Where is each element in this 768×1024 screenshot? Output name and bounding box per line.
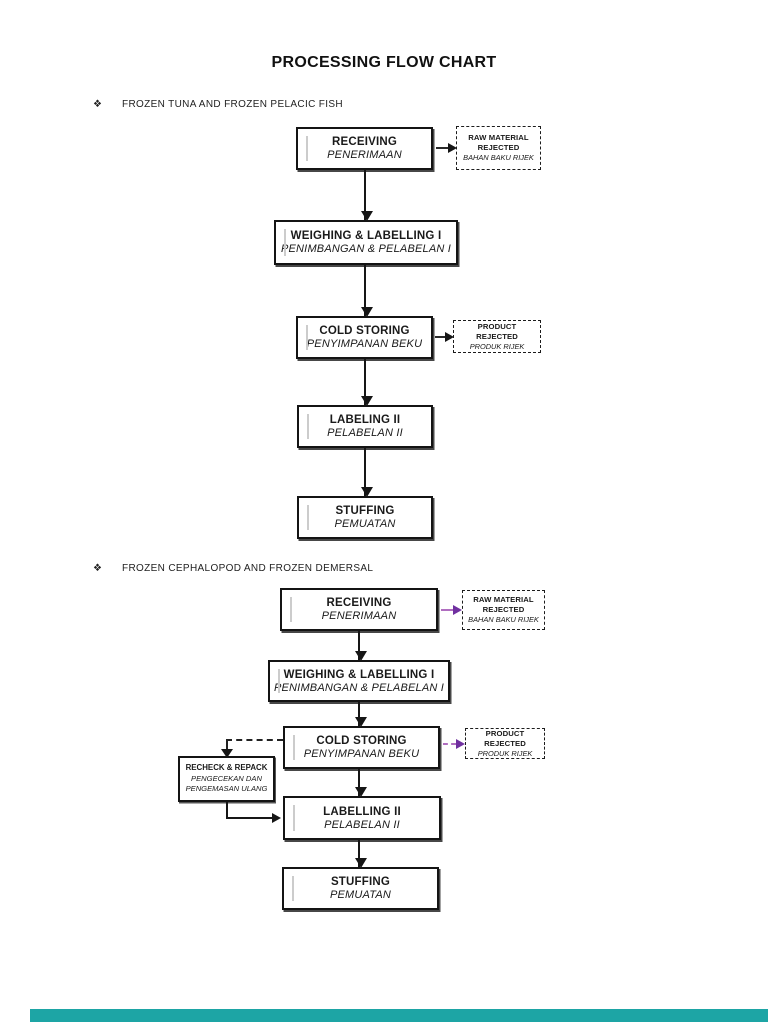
flow-step-box-stuffing-2: STUFFING PEMUATAN: [282, 867, 439, 910]
loop-dashed-line: [226, 739, 228, 749]
flow-step-box-receiving: RECEIVING PENERIMAAN: [296, 127, 433, 170]
flow-step-label: STUFFING: [335, 505, 395, 517]
bullet-icon: ❖: [93, 99, 102, 110]
flow-step-subtitle: PENERIMAAN: [321, 610, 397, 622]
reject-arrow: [435, 332, 454, 342]
reject-box-subtitle: PRODUK RIJEK: [477, 748, 533, 758]
flow-step-subtitle: PELABELAN II: [327, 427, 403, 439]
flow-step-box-weighing-2: WEIGHING & LABELLING I PENIMBANGAN & PEL…: [268, 660, 450, 702]
flow-step-subtitle: PEMUATAN: [334, 518, 396, 530]
bullet-icon: ❖: [93, 563, 102, 574]
loop-return-line: [226, 802, 228, 818]
flow-arrow-down: [355, 631, 368, 661]
reject-box-subtitle: BAHAN BAKU RIJEK: [468, 615, 539, 625]
flow-arrow-down: [361, 448, 374, 497]
flow-step-box-stuffing: STUFFING PEMUATAN: [297, 496, 433, 539]
flow-step-label: WEIGHING & LABELLING I: [290, 230, 442, 242]
reject-arrow-purple: [441, 605, 462, 615]
section-heading: FROZEN TUNA AND FROZEN PELACIC FISH: [122, 99, 343, 110]
flow-arrow-down: [361, 265, 374, 317]
flow-step-box-cold-storing-2: COLD STORING PENYIMPANAN BEKU: [283, 726, 440, 769]
section-heading: FROZEN CEPHALOPOD AND FROZEN DEMERSAL: [122, 563, 374, 574]
loop-arrowhead-right: [272, 813, 281, 823]
reject-box-label: PRODUCT REJECTED: [484, 728, 526, 748]
flow-step-label: LABELING II: [329, 414, 401, 426]
loop-arrowhead-down: [221, 749, 233, 758]
flow-step-subtitle: PENIMBANGAN & PELABELAN I: [273, 681, 445, 694]
flow-step-label: RECEIVING: [326, 597, 392, 609]
flow-step-subtitle: PEMUATAN: [329, 889, 392, 901]
reject-box-label: PRODUCT REJECTED: [476, 321, 518, 341]
flow-step-box-weighing: WEIGHING & LABELLING I PENIMBANGAN & PEL…: [274, 220, 458, 265]
flow-step-label: COLD STORING: [319, 325, 410, 337]
reject-box-subtitle: PRODUK RIJEK: [469, 341, 525, 351]
flow-step-label: WEIGHING & LABELLING I: [283, 668, 435, 681]
flow-step-label: LABELLING II: [323, 805, 401, 818]
reject-box-raw-material-2: RAW MATERIAL REJECTED BAHAN BAKU RIJEK: [462, 590, 545, 630]
flow-step-box-labelling-2: LABELLING II PELABELAN II: [283, 796, 441, 840]
page-title: PROCESSING FLOW CHART: [271, 54, 497, 71]
flow-step-subtitle: PELABELAN II: [324, 818, 400, 831]
reject-box-product-2: PRODUCT REJECTED PRODUK RIJEK: [465, 728, 545, 759]
flow-arrow-down: [355, 840, 368, 868]
flow-step-subtitle: PENYIMPANAN BEKU: [306, 338, 423, 350]
reject-box-label: RAW MATERIAL REJECTED: [473, 595, 534, 615]
reject-box-subtitle: BAHAN BAKU RIJEK: [463, 153, 534, 163]
flow-arrow-down: [355, 702, 368, 727]
flow-step-box-labeling: LABELING II PELABELAN II: [297, 405, 433, 448]
flow-arrow-down: [355, 769, 368, 797]
recheck-label: RECHECK & REPACK: [185, 763, 268, 773]
flow-step-label: COLD STORING: [316, 735, 407, 747]
flow-arrow-down: [361, 359, 374, 406]
reject-box-raw-material: RAW MATERIAL REJECTED BAHAN BAKU RIJEK: [456, 126, 541, 170]
flow-step-label: STUFFING: [330, 876, 391, 888]
loop-return-line: [226, 817, 273, 819]
flow-step-box-receiving-2: RECEIVING PENERIMAAN: [280, 588, 438, 631]
recheck-subtitle: PENGECEKAN DAN PENGEMASAN ULANG: [185, 774, 268, 794]
flow-step-label: RECEIVING: [331, 136, 398, 148]
flow-step-subtitle: PENYIMPANAN BEKU: [303, 748, 420, 760]
flow-arrow-down: [361, 170, 374, 221]
flow-step-box-cold-storing: COLD STORING PENYIMPANAN BEKU: [296, 316, 433, 359]
flow-step-subtitle: PENIMBANGAN & PELABELAN I: [280, 243, 452, 255]
bottom-accent-bar: [30, 1009, 768, 1022]
reject-box-label: RAW MATERIAL REJECTED: [468, 133, 529, 153]
flow-step-subtitle: PENERIMAAN: [327, 149, 402, 161]
reject-box-product: PRODUCT REJECTED PRODUK RIJEK: [453, 320, 541, 353]
reject-arrow-purple: [443, 739, 465, 749]
recheck-repack-box: RECHECK & REPACK PENGECEKAN DAN PENGEMAS…: [178, 756, 275, 802]
loop-dashed-line: [226, 739, 283, 741]
reject-arrow: [436, 143, 457, 153]
